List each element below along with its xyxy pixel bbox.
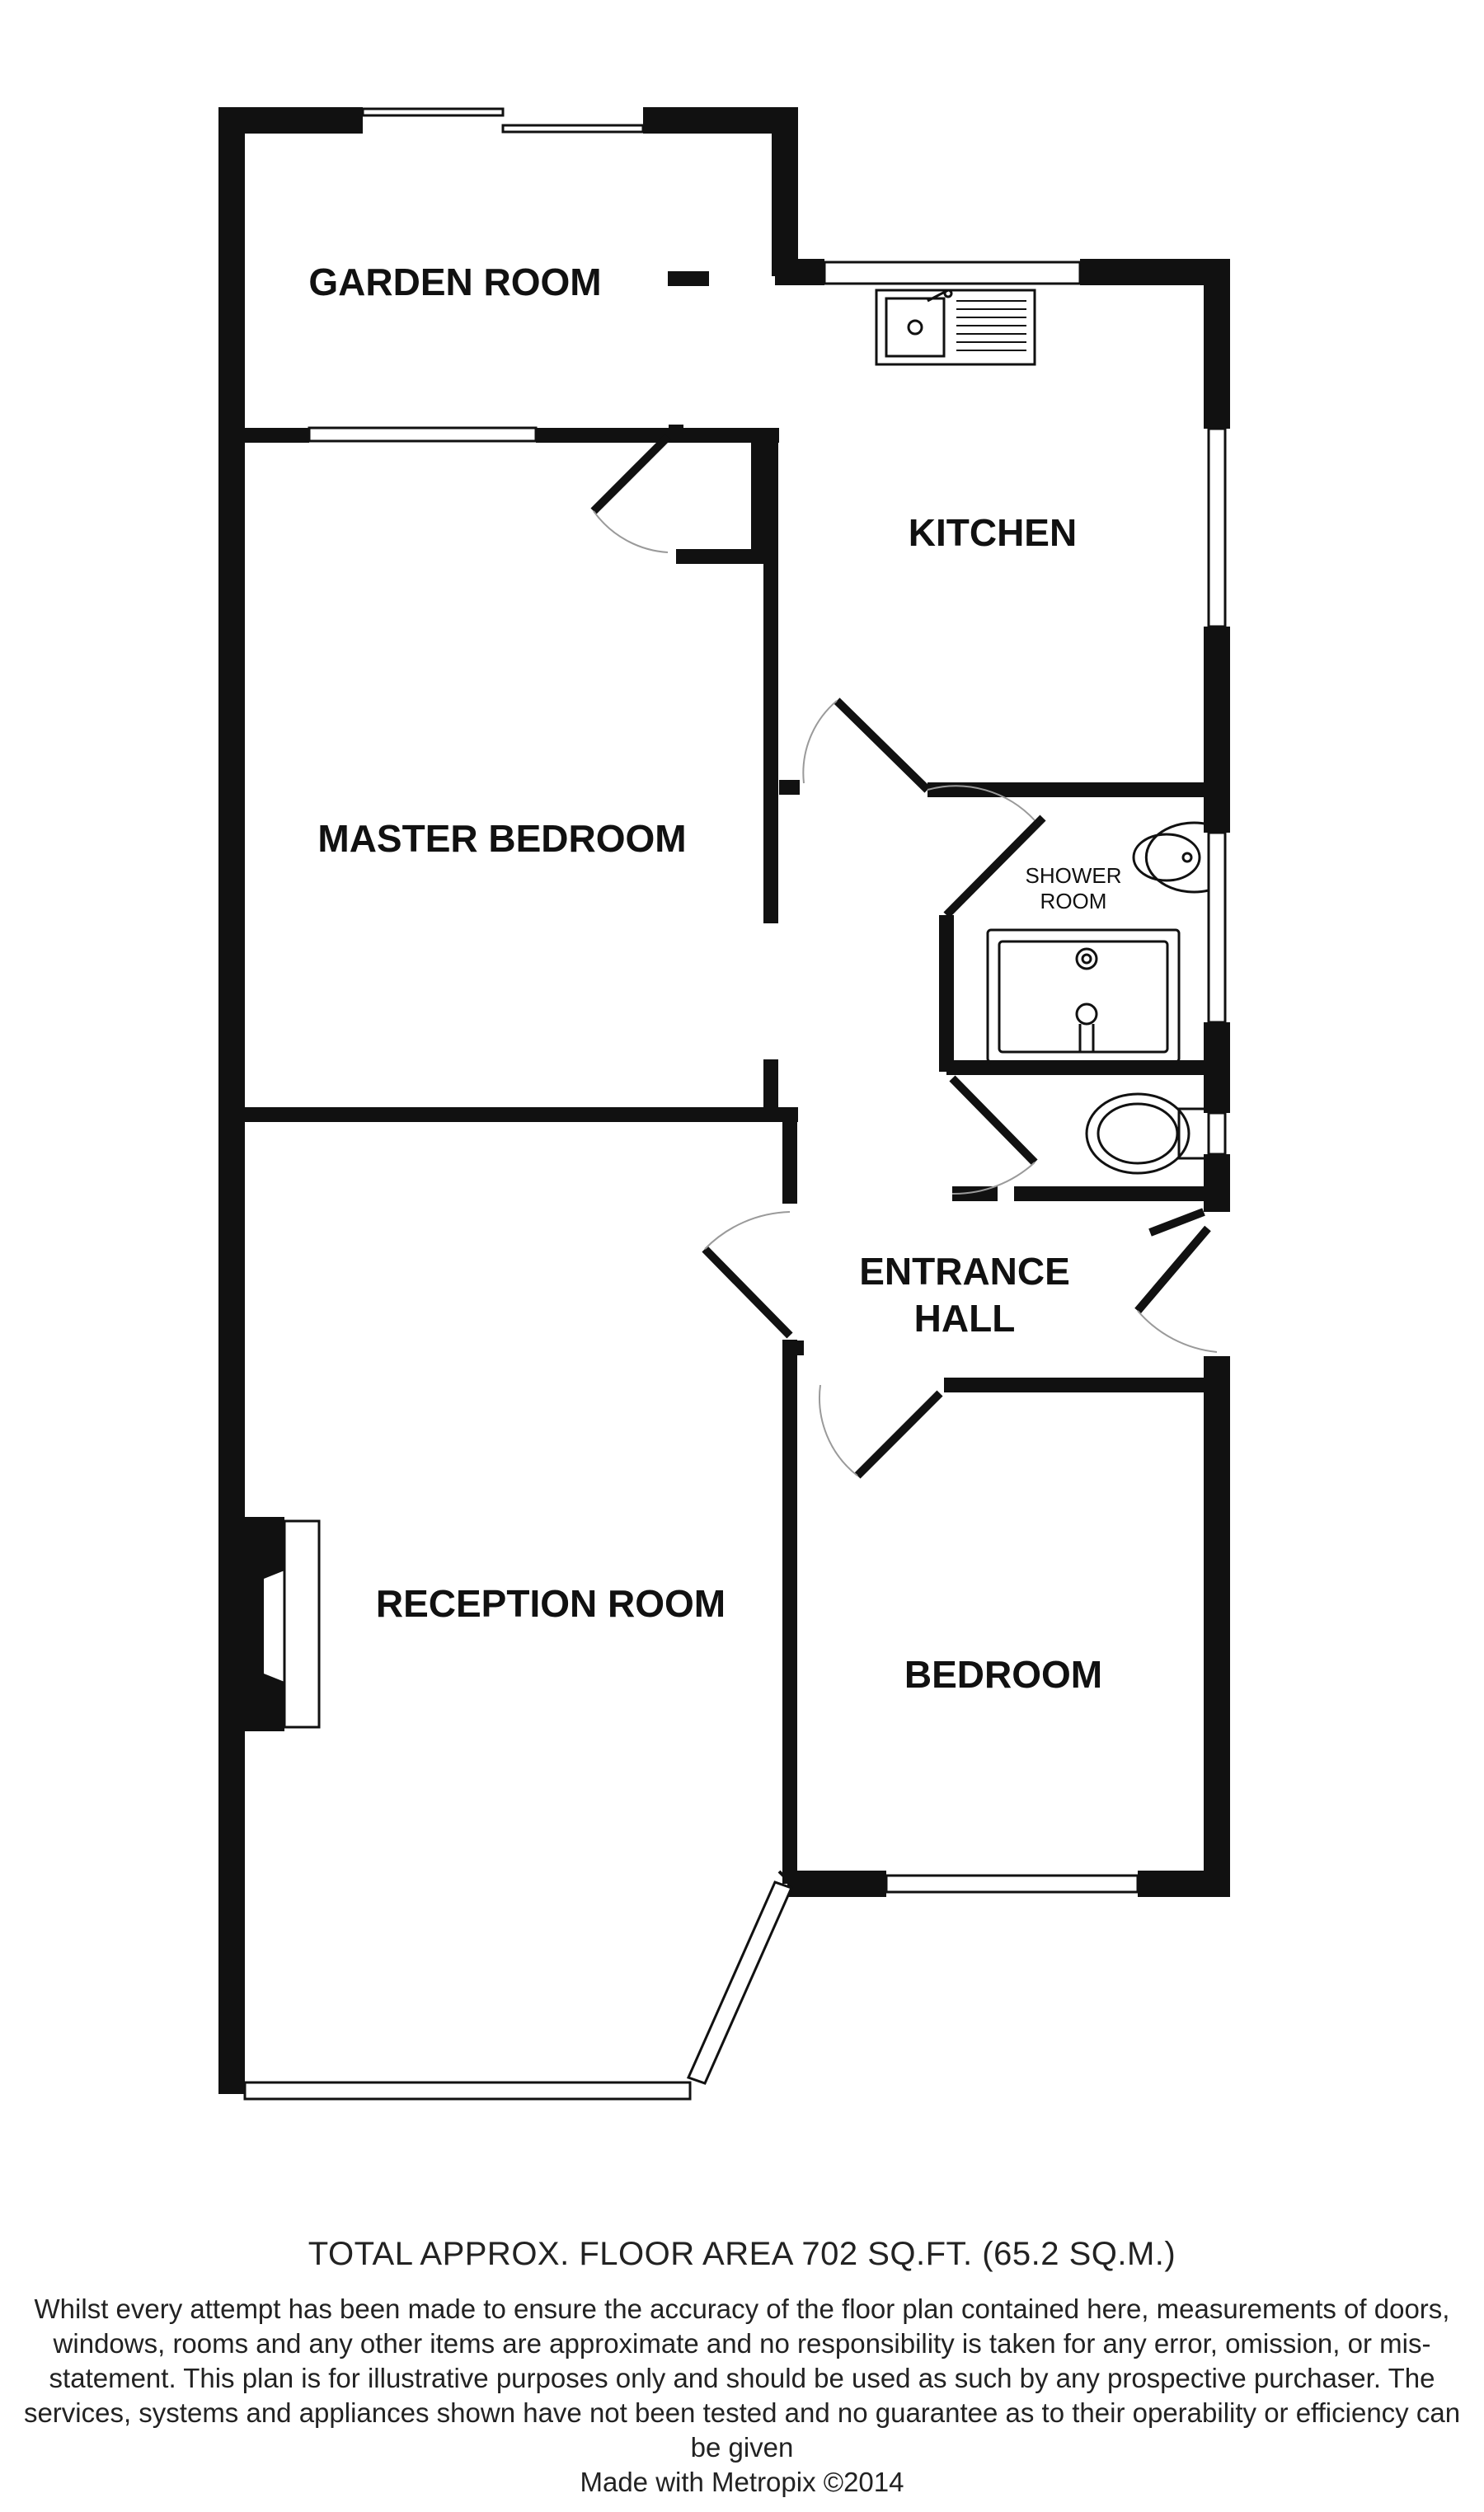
- exterior-walls: [218, 107, 1230, 2094]
- kitchen-sink-icon: [875, 289, 1036, 366]
- windows: [243, 107, 1227, 2101]
- angled-walls: [590, 434, 1211, 1479]
- garden-room-label: GARDEN ROOM: [308, 261, 601, 303]
- bedroom-label: BEDROOM: [904, 1653, 1102, 1696]
- wash-basin-icon: [1132, 821, 1209, 894]
- disclaimer-text: Whilst every attempt has been made to en…: [23, 2294, 1461, 2463]
- total-floor-area: TOTAL APPROX. FLOOR AREA 702 SQ.FT. (65.…: [308, 2236, 1176, 2272]
- entrance-hall-label-line2: HALL: [914, 1297, 1016, 1340]
- master-bedroom-label: MASTER BEDROOM: [317, 817, 686, 860]
- credit-text: Made with Metropix ©2014: [580, 2467, 904, 2497]
- fireplace-icon: [239, 1517, 321, 1731]
- shower-tray-icon: [986, 928, 1181, 1063]
- door-swings: [593, 510, 1218, 1477]
- shower-room-label-line2: ROOM: [1040, 889, 1107, 913]
- floor-plan: GARDEN ROOM KITCHEN MASTER BEDROOM SHOWE…: [218, 107, 1230, 2101]
- reception-room-label: RECEPTION ROOM: [376, 1582, 726, 1625]
- kitchen-label: KITCHEN: [909, 511, 1077, 554]
- toilet-icon: [1085, 1092, 1210, 1175]
- interior-walls: [239, 271, 1220, 1884]
- entrance-hall-label-line1: ENTRANCE: [859, 1250, 1070, 1293]
- shower-room-label-line1: SHOWER: [1026, 863, 1122, 888]
